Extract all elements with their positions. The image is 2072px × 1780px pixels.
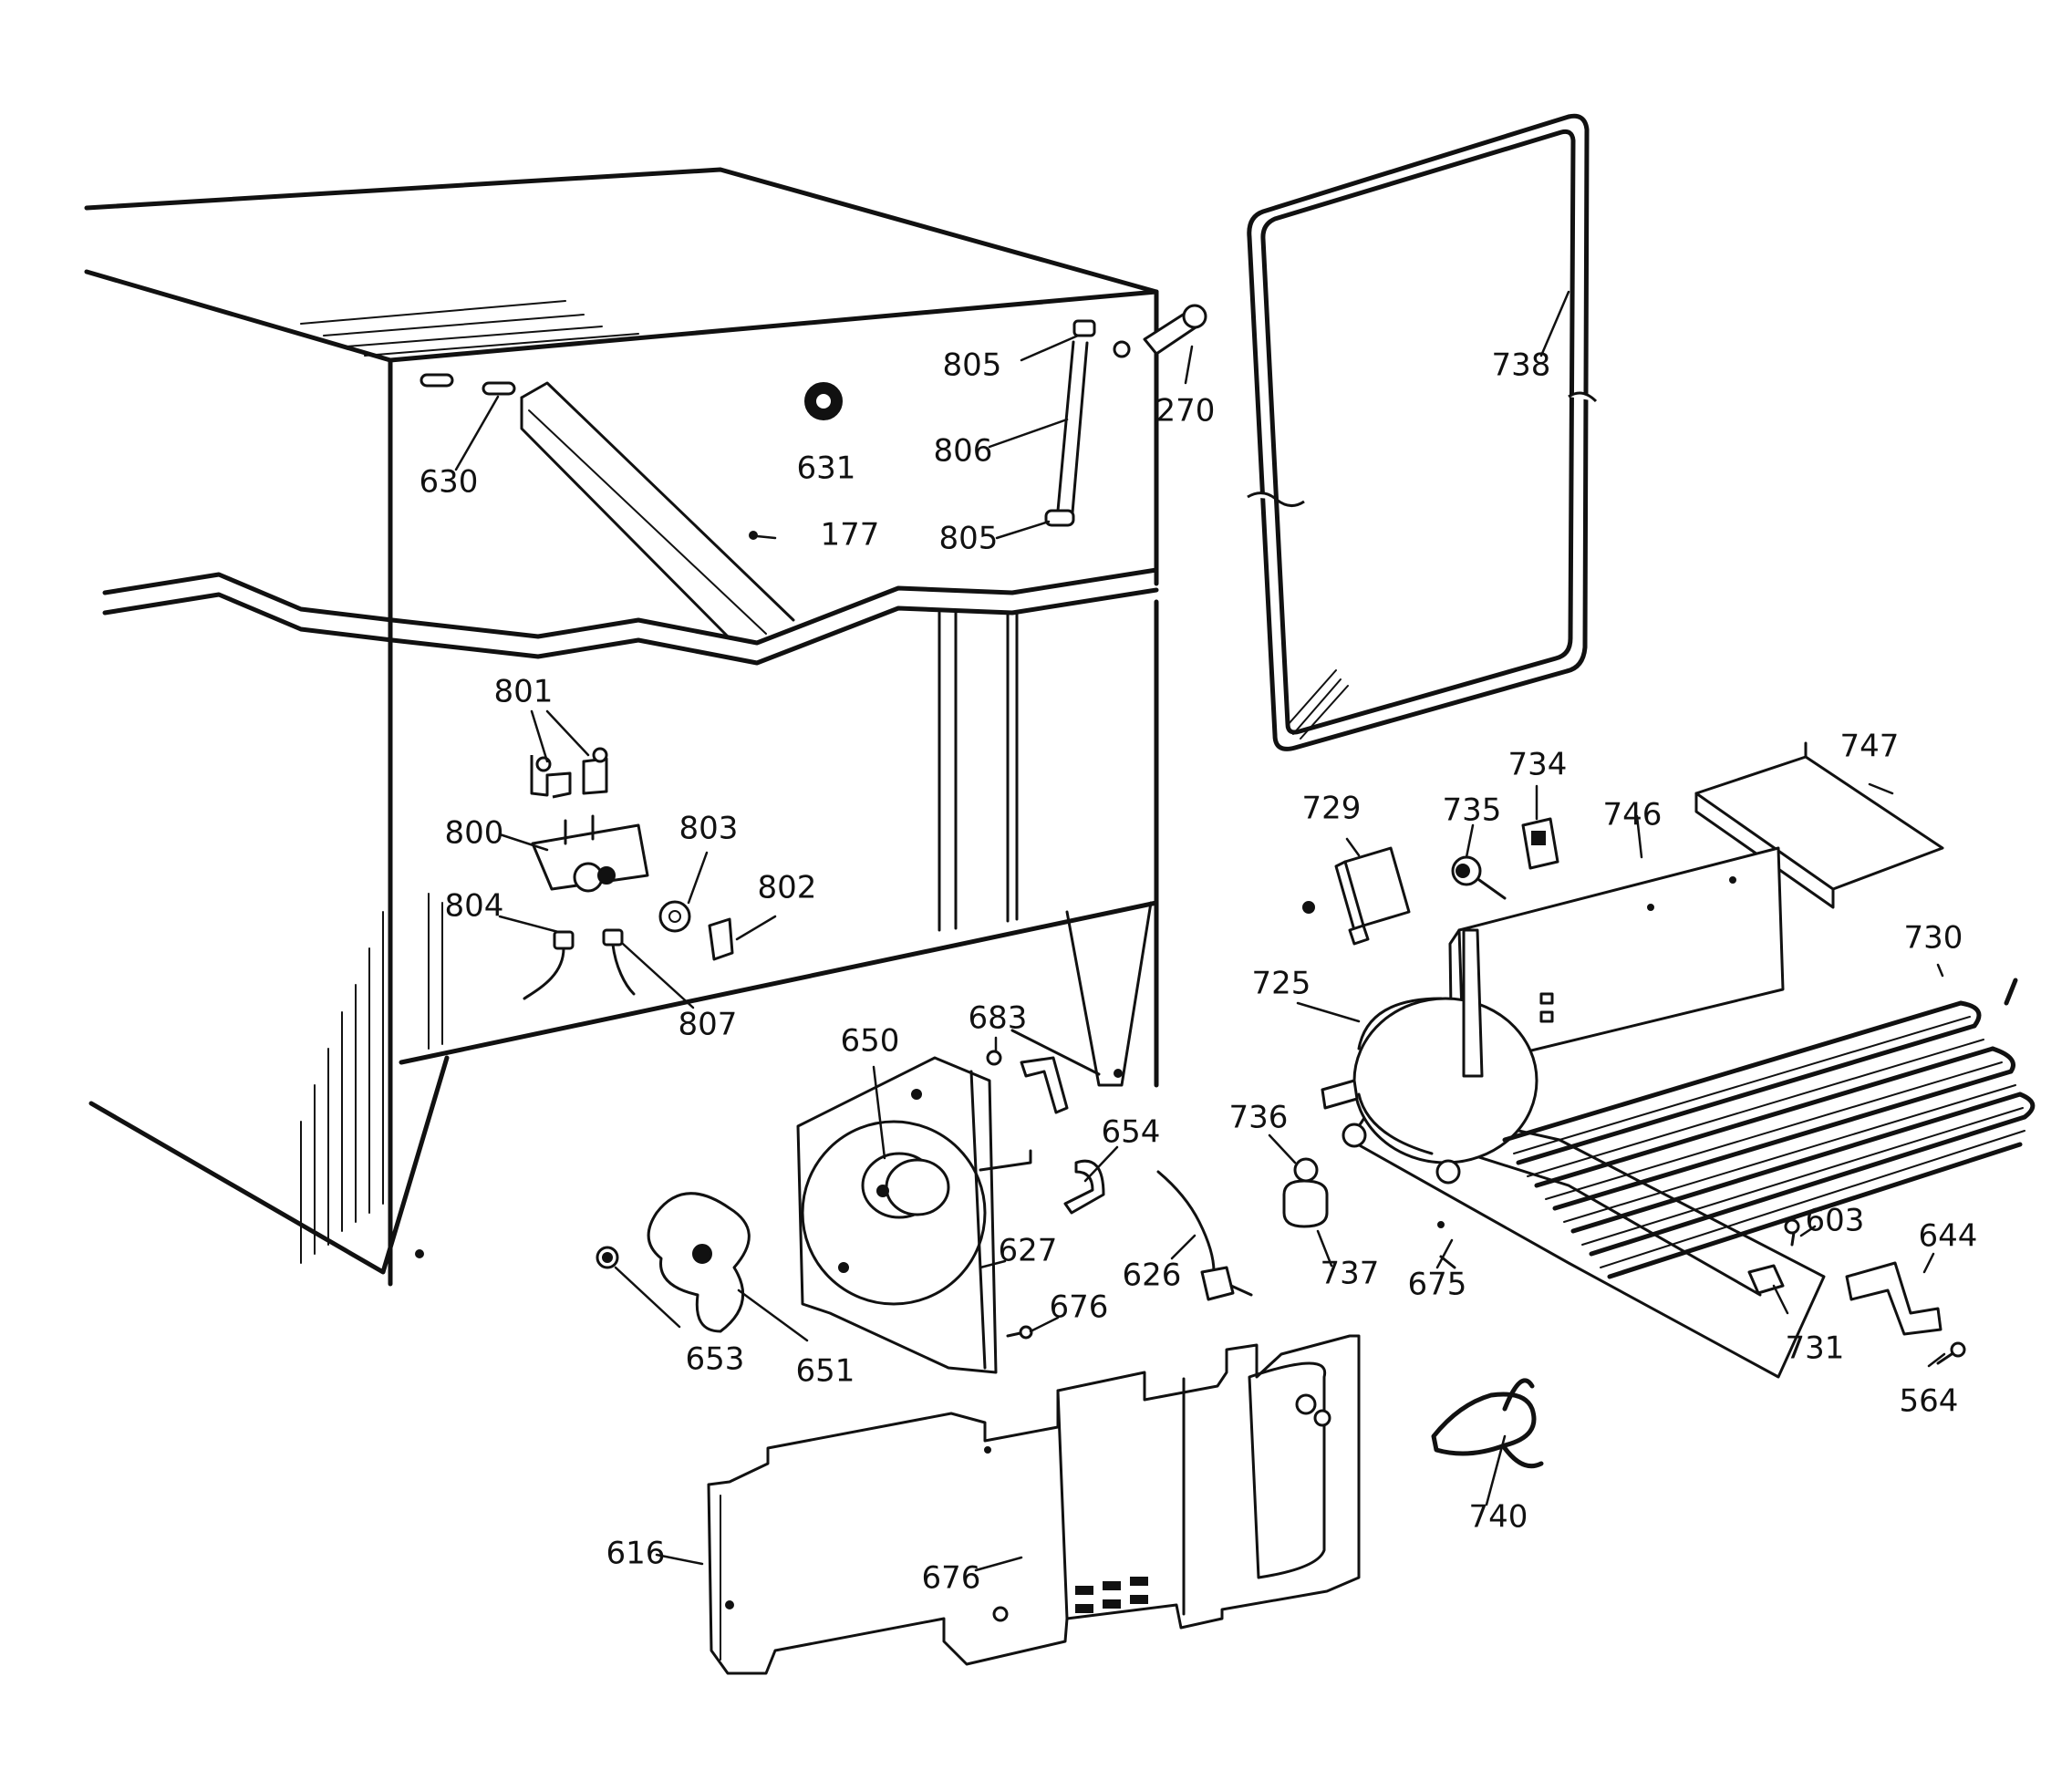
- access-panel-part: [707, 1334, 1361, 1675]
- bracket-parts: [530, 747, 608, 799]
- callout-676-upper: 676: [1050, 1289, 1109, 1326]
- callout-labels: 738 805 270 806 631 630 805 177 801 800 …: [420, 347, 1978, 1597]
- compressor-part: [1321, 928, 1826, 1379]
- callout-177: 177: [821, 517, 880, 554]
- callout-630: 630: [420, 464, 479, 501]
- callout-650: 650: [841, 1023, 900, 1060]
- callout-654: 654: [1102, 1114, 1161, 1151]
- callout-747: 747: [1840, 729, 1900, 765]
- relay-box-part: [1302, 846, 1411, 946]
- door-gasket-part: [1247, 113, 1598, 751]
- fitting-parts: [658, 900, 734, 961]
- callout-731: 731: [1786, 1330, 1845, 1367]
- leader-lines: [454, 290, 1946, 1572]
- callout-270: 270: [1156, 393, 1216, 429]
- callout-735: 735: [1443, 792, 1502, 829]
- power-cord-part: [1156, 1170, 1253, 1301]
- overload-part: [1521, 817, 1559, 870]
- callout-740: 740: [1469, 1499, 1528, 1536]
- condenser-coil-part: [1502, 978, 2036, 1279]
- callout-800: 800: [445, 815, 504, 852]
- drain-tube-part: [1044, 319, 1096, 527]
- nut-parts: [523, 928, 636, 1000]
- screw-part: [749, 531, 758, 540]
- small-hardware-parts: [1437, 1218, 1966, 1365]
- callout-805-top: 805: [943, 347, 1002, 384]
- callout-653: 653: [686, 1341, 745, 1378]
- callout-675: 675: [1408, 1267, 1467, 1303]
- callout-627: 627: [999, 1233, 1058, 1269]
- callout-564: 564: [1900, 1383, 1959, 1420]
- bracket-clip-parts: [986, 1050, 1105, 1215]
- callout-734: 734: [1508, 747, 1568, 783]
- capacitor-part: [1451, 855, 1507, 900]
- callout-807: 807: [679, 1007, 738, 1043]
- callout-683: 683: [969, 1000, 1028, 1037]
- callout-651: 651: [796, 1353, 855, 1390]
- callout-802: 802: [758, 870, 817, 906]
- door-handle-part: [1143, 304, 1207, 356]
- callout-746: 746: [1603, 797, 1663, 833]
- callout-729: 729: [1302, 791, 1362, 827]
- fan-blade-part: [647, 1192, 751, 1333]
- callout-631: 631: [797, 450, 856, 487]
- spring-clip-part: [1431, 1378, 1544, 1469]
- callout-616: 616: [606, 1536, 666, 1572]
- callout-730: 730: [1904, 920, 1963, 957]
- callout-725: 725: [1252, 966, 1311, 1002]
- callout-738: 738: [1492, 347, 1551, 384]
- callout-737: 737: [1321, 1256, 1380, 1292]
- grommet-parts: [1282, 1157, 1329, 1228]
- fan-motor-part: [861, 1149, 1032, 1219]
- fan-hub-part: [596, 1246, 619, 1269]
- callout-801: 801: [494, 674, 554, 710]
- callout-736: 736: [1229, 1100, 1289, 1136]
- refrigerator-cabinet: [84, 167, 1159, 1287]
- callout-804: 804: [445, 888, 504, 925]
- callout-644: 644: [1919, 1218, 1978, 1255]
- callout-806: 806: [934, 433, 993, 470]
- valve-assembly-part: [531, 814, 649, 893]
- callout-803: 803: [679, 811, 739, 847]
- callout-805-bottom: 805: [939, 521, 999, 557]
- callout-603: 603: [1806, 1203, 1865, 1239]
- callout-676-lower: 676: [922, 1560, 981, 1597]
- callout-626: 626: [1123, 1257, 1182, 1294]
